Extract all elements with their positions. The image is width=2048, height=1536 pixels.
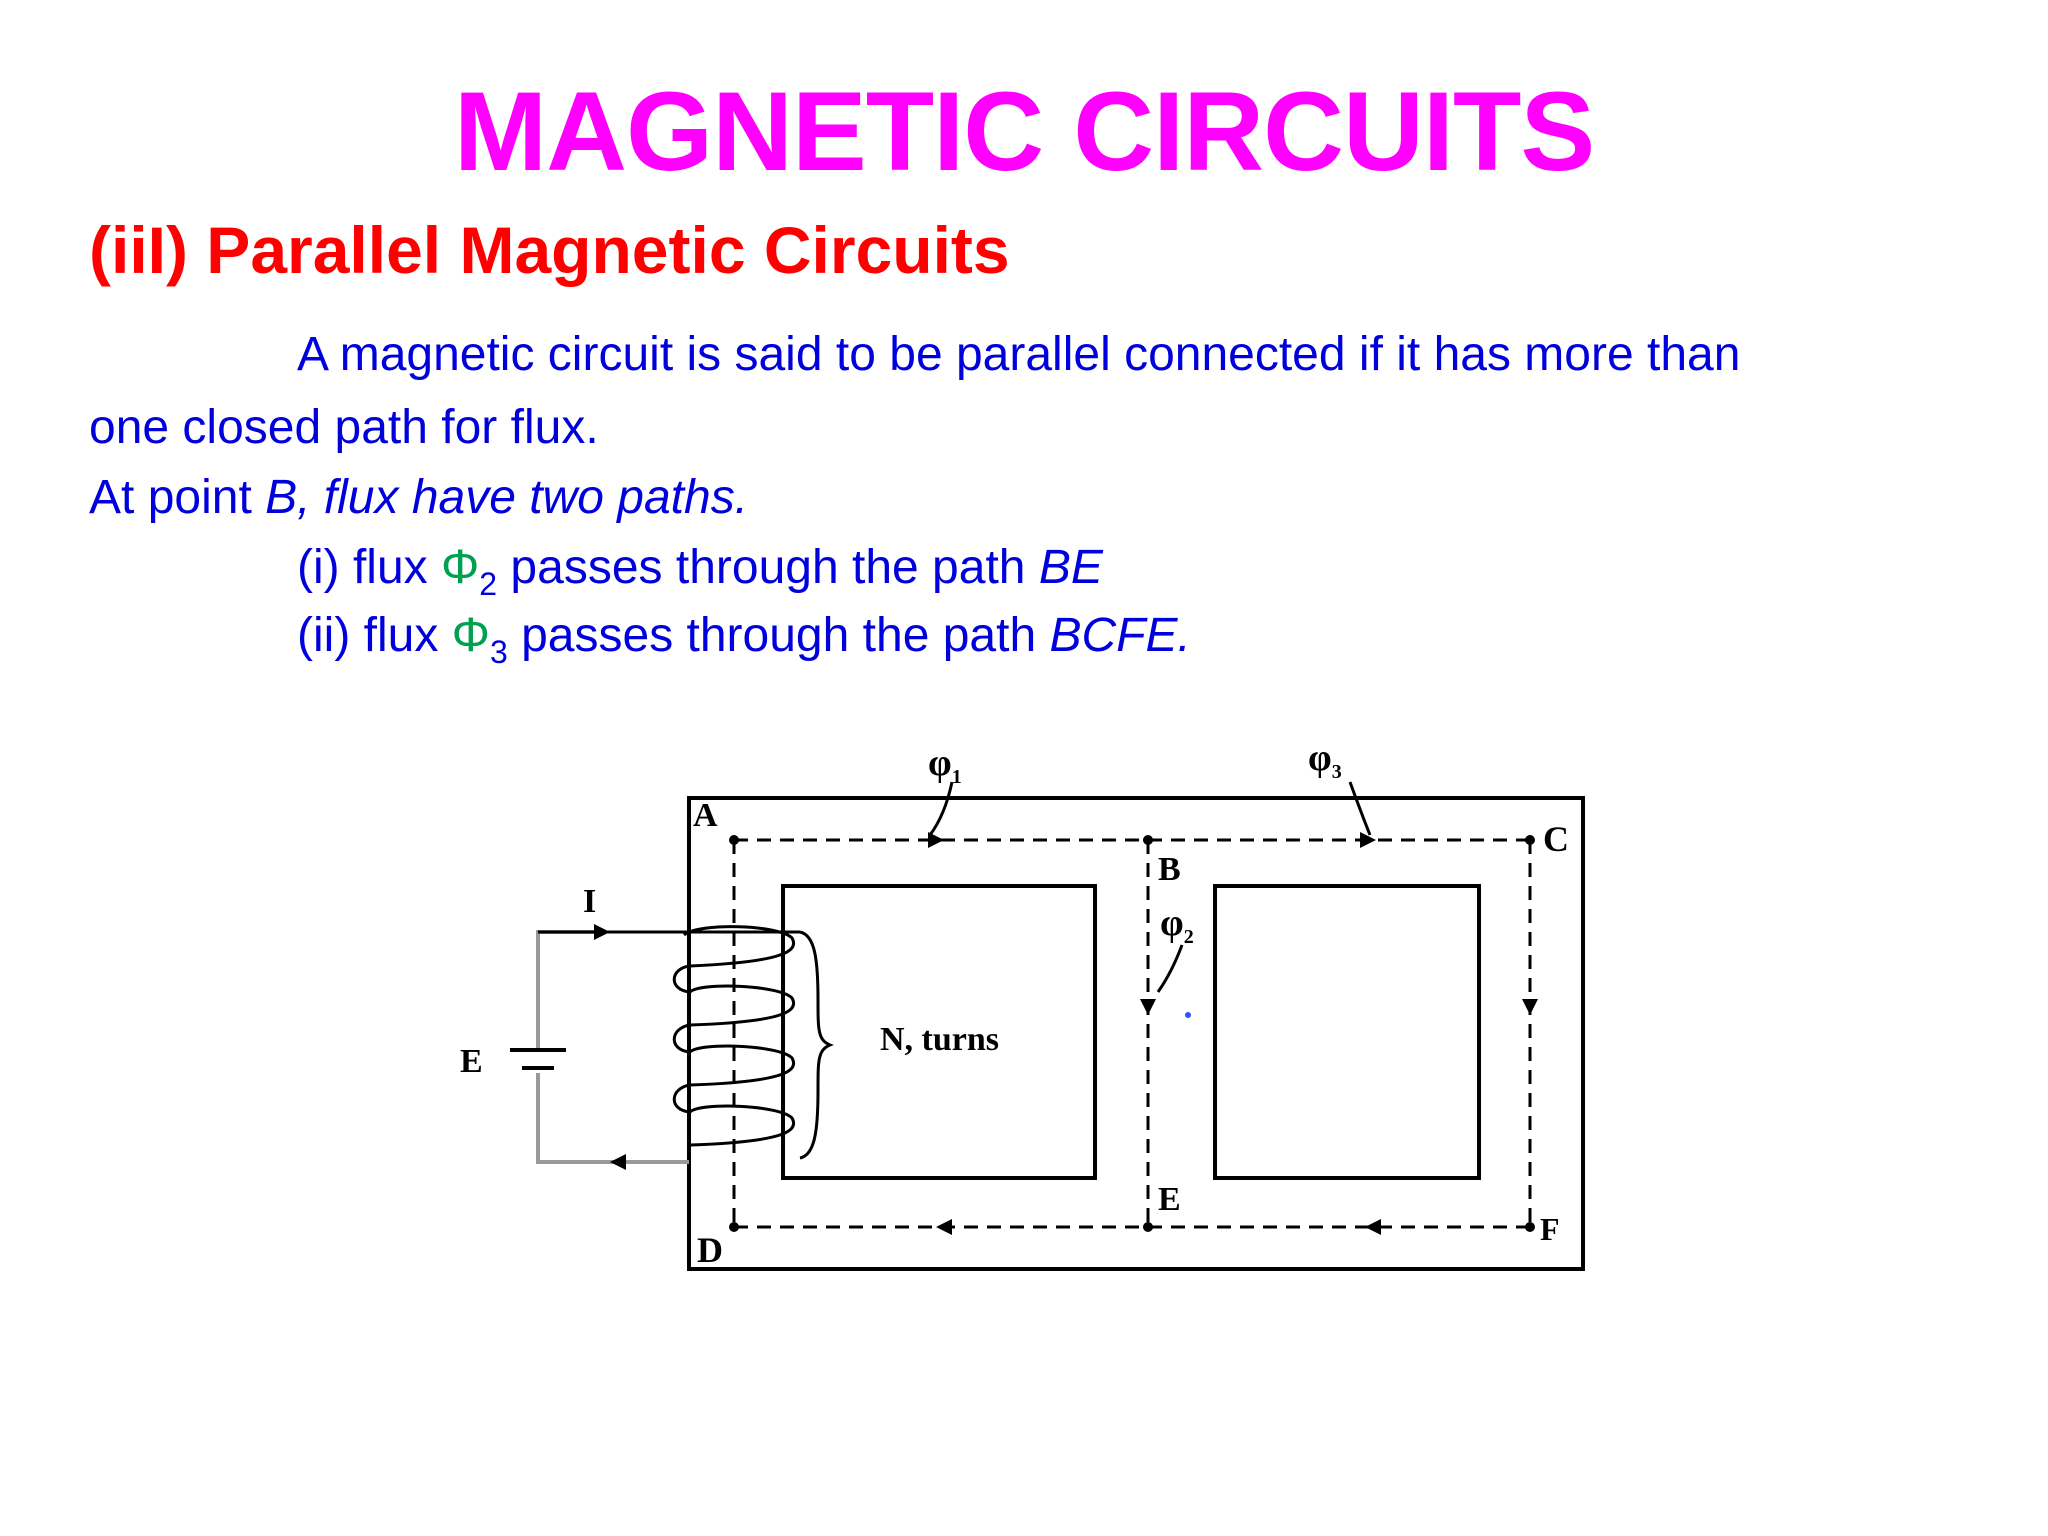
source-wiring (536, 930, 689, 1164)
point-line: At point B, flux have two paths. (89, 468, 748, 528)
point-prefix: At point (89, 471, 266, 524)
phi2-subscript: 2 (1184, 926, 1194, 948)
phi1-symbol: φ (928, 742, 952, 784)
list-item: (i) flux Φ2 passes through the path BE (297, 538, 1103, 614)
flux-paths (732, 838, 1532, 1229)
item-lead: (ii) flux (297, 609, 452, 662)
phi-subscript: 2 (479, 566, 498, 602)
section-heading: (iiI) Parallel Magnetic Circuits (89, 213, 1010, 287)
item-path: BE (1038, 541, 1103, 594)
label-C: C (1543, 819, 1569, 859)
label-phi3: φ3 (1308, 737, 1342, 783)
item-middle: passes through the path (507, 609, 1050, 662)
current-arrow (594, 924, 610, 940)
core-outer (687, 796, 1585, 1271)
label-D: D (697, 1230, 723, 1270)
item-path: BCFE. (1049, 609, 1191, 662)
label-source: E (460, 1043, 483, 1080)
paragraph-line-1: A magnetic circuit is said to be paralle… (297, 325, 1740, 385)
phi-symbol: Φ (451, 609, 490, 662)
window-left (781, 884, 1097, 1180)
stray-dot (1185, 1012, 1191, 1018)
label-turns: N, turns (880, 1021, 999, 1058)
paragraph-line-2: one closed path for flux. (89, 398, 599, 458)
item-lead: (i) flux (297, 541, 441, 594)
phi3-symbol: φ (1308, 737, 1332, 779)
list-item: (ii) flux Φ3 passes through the path BCF… (297, 606, 1191, 682)
label-B: B (1158, 851, 1181, 888)
node-dots (729, 835, 1535, 1232)
phi-symbol: Φ (441, 541, 480, 594)
coil (672, 925, 834, 1160)
paragraph-text-2: one closed path for flux. (89, 401, 599, 454)
paragraph-text-1: A magnetic circuit is said to be paralle… (297, 328, 1741, 381)
label-current: I (583, 883, 596, 920)
label-phi1: φ1 (928, 742, 962, 788)
point-italic: B, flux have two paths. (265, 471, 749, 524)
label-F: F (1540, 1211, 1560, 1247)
page-title: MAGNETIC CIRCUITS (453, 69, 1595, 194)
flux-arrows (928, 832, 1538, 1235)
label-E-node: E (1158, 1181, 1181, 1218)
label-A: A (693, 797, 718, 834)
phi-subscript: 3 (489, 634, 508, 670)
phi3-subscript: 3 (1332, 761, 1342, 783)
flux-leader-lines (928, 781, 1372, 993)
return-arrow (610, 1154, 626, 1170)
phi2-symbol: φ (1160, 902, 1184, 944)
label-phi2: φ2 (1160, 902, 1194, 948)
item-middle: passes through the path (497, 541, 1039, 594)
battery-icon (510, 1048, 566, 1070)
window-right (1213, 884, 1481, 1180)
phi1-subscript: 1 (952, 766, 962, 788)
